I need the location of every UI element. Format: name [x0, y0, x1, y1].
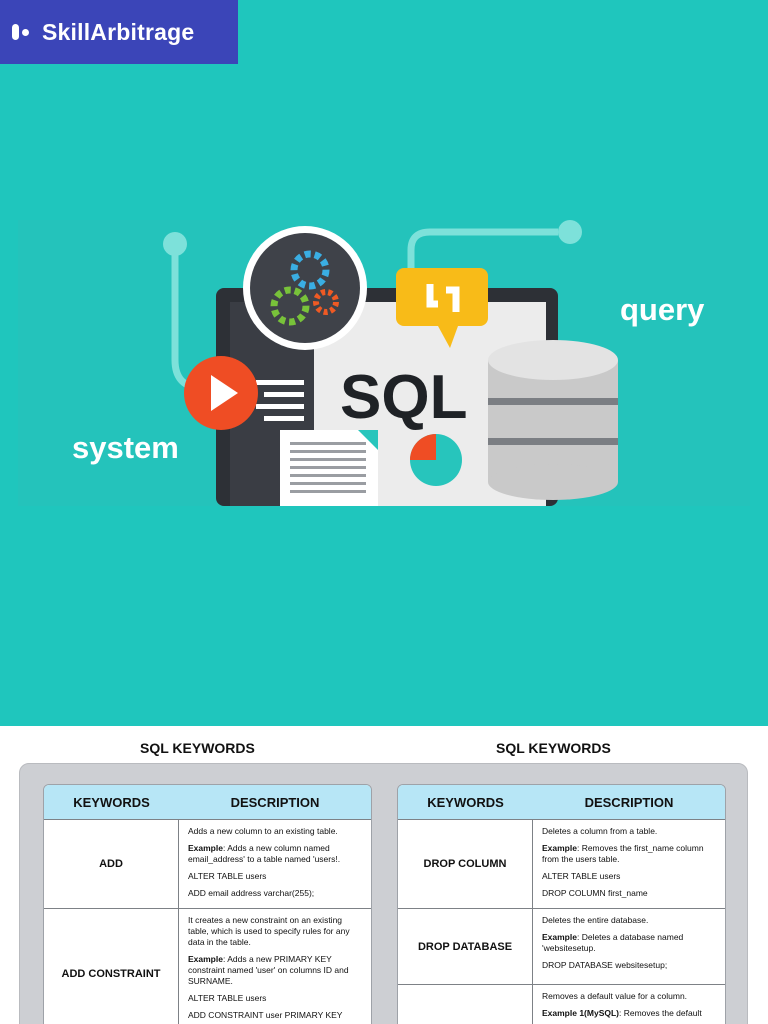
table-header: KEYWORDS DESCRIPTION [44, 785, 371, 820]
sql-word: SQL [340, 363, 467, 432]
example-text: Example: Adds a new PRIMARY KEY constrai… [188, 954, 363, 987]
connector-dot-left [163, 232, 187, 256]
left-table-title: SQL KEYWORDS [140, 740, 255, 756]
hero-banner: SkillArbitrage [0, 0, 768, 726]
label-system: system [72, 430, 179, 465]
desc-text: Removes a default value for a column. [542, 991, 688, 1001]
table-row: Removes a default value for a column. Ex… [398, 985, 725, 1024]
keyword-cell: DROP COLUMN [398, 820, 533, 908]
header-keywords: KEYWORDS [427, 794, 504, 810]
example-label: Example 1(MySQL) [542, 1008, 619, 1018]
description-cell: Deletes a column from a table. Example: … [533, 820, 725, 908]
connector-line-right [407, 228, 558, 310]
description-cell: Deletes the entire database. Example: De… [533, 909, 725, 984]
sql-illustration: SQL [18, 220, 750, 506]
list-lines-icon [256, 380, 304, 421]
right-table-title: SQL KEYWORDS [496, 740, 611, 756]
header-description: DESCRIPTION [584, 794, 674, 810]
database-icon [488, 340, 618, 500]
code-line-2: DROP COLUMN first_name [542, 888, 648, 898]
brand-name: SkillArbitrage [42, 18, 195, 45]
gear-icon-green [270, 286, 310, 326]
example-text: Example: Adds a new column named email_a… [188, 843, 363, 865]
left-keywords-table: KEYWORDS DESCRIPTION ADD Adds a new colu… [43, 784, 372, 1024]
brand-logo-icon [12, 21, 32, 43]
keyword-cell: DROP DATABASE [398, 909, 533, 984]
table-row: ADD Adds a new column to an existing tab… [44, 820, 371, 909]
code-line-1: DROP DATABASE websitesetup; [542, 960, 668, 970]
example-body: : Adds a new PRIMARY KEY constraint name… [188, 954, 349, 986]
example-body: : Removes the first_name column from the… [542, 843, 704, 864]
example-body: : Deletes a database named 'websitesetup… [542, 932, 684, 953]
keyword-cell: ADD CONSTRAINT [44, 909, 179, 1024]
keyword-cell: ADD [44, 820, 179, 908]
example-text: Example 1(MySQL): Removes the default [542, 1008, 717, 1019]
code-line-1: ALTER TABLE users [188, 871, 267, 881]
code-line-2: ADD CONSTRAINT user PRIMARY KEY [188, 1010, 343, 1020]
gear-icon-blue [290, 250, 330, 290]
description-cell: Removes a default value for a column. Ex… [533, 985, 725, 1024]
label-query: query [620, 292, 705, 327]
code-line-1: ALTER TABLE users [542, 871, 621, 881]
header-description: DESCRIPTION [230, 794, 320, 810]
keyword-cell [398, 985, 533, 1024]
example-text: Example: Deletes a database named 'websi… [542, 932, 717, 954]
example-body: : Adds a new column named email_address'… [188, 843, 341, 864]
example-label: Example [188, 954, 223, 964]
description-cell: It creates a new constraint on an existi… [179, 909, 371, 1024]
desc-text: Deletes a column from a table. [542, 826, 658, 836]
code-line-1: ALTER TABLE users [188, 993, 267, 1003]
example-text: Example: Removes the first_name column f… [542, 843, 717, 865]
example-label: Example [542, 843, 577, 853]
description-cell: Adds a new column to an existing table. … [179, 820, 371, 908]
right-keywords-table: KEYWORDS DESCRIPTION DROP COLUMN Deletes… [397, 784, 726, 1024]
example-label: Example [542, 932, 577, 942]
brand-bar[interactable]: SkillArbitrage [0, 0, 238, 64]
connector-dot-right [558, 220, 582, 244]
sql-illustration-graphic: SQL [163, 220, 618, 506]
example-label: Example [188, 843, 223, 853]
desc-text: It creates a new constraint on an existi… [188, 915, 350, 947]
desc-text: Deletes the entire database. [542, 915, 649, 925]
header-keywords: KEYWORDS [73, 794, 150, 810]
example-body: : Removes the default [619, 1008, 702, 1018]
table-header: KEYWORDS DESCRIPTION [398, 785, 725, 820]
chat-bubble-icon [396, 268, 488, 326]
table-row: DROP DATABASE Deletes the entire databas… [398, 909, 725, 985]
gear-icon-orange [313, 289, 339, 315]
table-row: ADD CONSTRAINT It creates a new constrai… [44, 909, 371, 1024]
table-row: DROP COLUMN Deletes a column from a tabl… [398, 820, 725, 909]
code-line-2: ADD email address varchar(255); [188, 888, 315, 898]
desc-text: Adds a new column to an existing table. [188, 826, 338, 836]
